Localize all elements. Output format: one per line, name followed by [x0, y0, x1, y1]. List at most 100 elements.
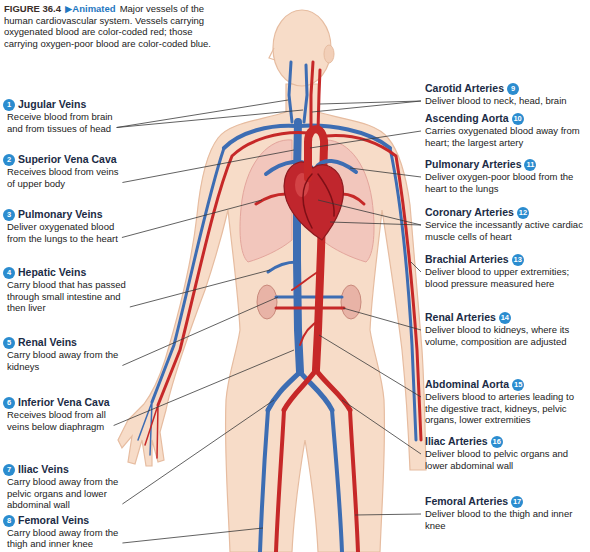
callout-body: Deliver oxygen-poor blood from the heart… [425, 171, 586, 194]
callout: Brachial Arteries13Deliver blood to uppe… [425, 253, 586, 289]
callout-number: 8 [3, 515, 15, 527]
leader-line [330, 222, 421, 225]
callout-header: Renal Arteries14 [425, 311, 586, 324]
callout-number: 3 [3, 209, 15, 221]
callout: Carotid Arteries9Deliver blood to neck, … [425, 82, 586, 107]
callout-header: 2Superior Vena Cava [3, 153, 127, 166]
callout-number: 9 [507, 83, 519, 95]
callout-header: 3Pulmonary Veins [3, 208, 127, 221]
callout-header: 1Jugular Veins [3, 98, 127, 111]
callout-number: 15 [512, 379, 524, 391]
callout: 3Pulmonary VeinsDeliver oxygenated blood… [3, 208, 127, 244]
vessel-name: Carotid Arteries [425, 82, 504, 94]
callout-header: Pulmonary Arteries11 [425, 158, 586, 171]
leader-line [318, 200, 421, 225]
callout: Ascending Aorta10Carries oxygenated bloo… [425, 112, 586, 148]
vessel-description: Deliver blood to kidneys, where its volu… [425, 324, 569, 347]
vessel-name: Pulmonary Arteries [425, 158, 521, 170]
kidney [341, 285, 361, 319]
callout-header: Abdominal Aorta15 [425, 378, 586, 391]
leader-line [312, 101, 421, 112]
vessel-description: Receives blood from all veins below diap… [7, 409, 106, 432]
vessel-description: Receive blood from brain and from tissue… [7, 111, 113, 134]
leader-line [122, 150, 294, 183]
vessel-name: Ascending Aorta [425, 112, 509, 124]
callout-header: Femoral Arteries17 [425, 495, 586, 508]
callout-header: 6Inferior Vena Cava [3, 396, 127, 409]
vessel-name: Renal Arteries [425, 311, 496, 323]
vessel-description: Carry blood away from the pelvic organs … [7, 476, 118, 510]
vessel-description: Carry blood away from the thigh and inne… [7, 527, 118, 550]
leader-line [411, 262, 421, 272]
veins [138, 62, 416, 552]
vessel-description: Carry blood away from the kidneys [7, 349, 118, 372]
callout-number: 7 [3, 464, 15, 476]
leader-line [310, 131, 421, 148]
leader-line [122, 200, 262, 238]
callout-header: 8Femoral Veins [3, 514, 127, 527]
callout: Coronary Arteries12Service the incessant… [425, 206, 586, 242]
vessel-description: Deliver blood to upper extremities; bloo… [425, 266, 569, 289]
vessel-name: Superior Vena Cava [18, 153, 117, 165]
callout-header: Ascending Aorta10 [425, 112, 586, 125]
callout-body: Service the incessantly active cardiac m… [425, 219, 586, 242]
vessel-name: Jugular Veins [18, 98, 86, 110]
figure-number: FIGURE 36.4 [4, 3, 61, 14]
vessel-description: Deliver oxygen-poor blood from the heart… [425, 171, 573, 194]
callout-number: 11 [524, 159, 536, 171]
vessel-name: Femoral Arteries [425, 495, 508, 507]
leader-line [122, 297, 278, 366]
callout: Femoral Arteries17Deliver blood to the t… [425, 495, 586, 531]
vessel-name: Iliac Veins [18, 463, 69, 475]
leader-line [122, 528, 263, 543]
leader-line [342, 400, 421, 454]
vessel-description: Receives blood from veins of upper body [7, 166, 118, 189]
body-outline [118, 84, 426, 552]
callout-body: Carry blood away from the thigh and inne… [3, 527, 127, 550]
callout: 8Femoral VeinsCarry blood away from the … [3, 514, 127, 550]
callout-body: Deliver blood to pelvic organs and lower… [425, 448, 586, 471]
arteries [145, 62, 421, 552]
callout: Pulmonary Arteries11Deliver oxygen-poor … [425, 158, 586, 194]
callout: Renal Arteries14Deliver blood to kidneys… [425, 311, 586, 347]
figure-caption: FIGURE 36.4▶AnimatedMajor vessels of the… [4, 3, 222, 49]
callout-number: 2 [3, 154, 15, 166]
leader-line [122, 400, 274, 504]
leader-line [130, 270, 270, 307]
callout-number: 13 [512, 254, 524, 266]
callout-header: Coronary Arteries12 [425, 206, 586, 219]
callout-header: Carotid Arteries9 [425, 82, 586, 95]
callout-body: Receive blood from brain and from tissue… [3, 111, 127, 134]
callout: 2Superior Vena CavaReceives blood from v… [3, 153, 127, 189]
vessel-name: Renal Veins [18, 336, 77, 348]
callout-header: 7Iliac Veins [3, 463, 127, 476]
vessel-description: Delivers blood to arteries leading to th… [425, 391, 574, 425]
callout-body: Delivers blood to arteries leading to th… [425, 391, 586, 426]
callout-number: 4 [3, 267, 15, 279]
callout-header: 4Hepatic Veins [3, 266, 127, 279]
callout-body: Deliver blood to the thigh and inner kne… [425, 508, 586, 531]
callout-header: Brachial Arteries13 [425, 253, 586, 266]
leader-line [114, 350, 294, 426]
vessel-name: Hepatic Veins [18, 266, 86, 278]
vessel-description: Service the incessantly active cardiac m… [425, 219, 583, 242]
animated-tag: ▶Animated [65, 3, 116, 14]
lung [240, 140, 292, 262]
callout-body: Deliver blood to neck, head, brain [425, 95, 586, 107]
callout: 4Hepatic VeinsCarry blood that has passe… [3, 266, 127, 314]
callout-body: Carry blood away from the kidneys [3, 349, 127, 372]
callout-number: 10 [512, 113, 524, 125]
callout-number: 17 [511, 496, 523, 508]
coronary-arteries [303, 174, 334, 228]
heart [284, 162, 343, 240]
nose [269, 48, 275, 60]
callout-body: Deliver blood to upper extremities; bloo… [425, 266, 586, 289]
callout: 5Renal VeinsCarry blood away from the ki… [3, 336, 127, 372]
callout: 1Jugular VeinsReceive blood from brain a… [3, 98, 127, 134]
callout-body: Carries oxygenated blood away from heart… [425, 125, 586, 148]
vessel-name: Inferior Vena Cava [18, 396, 110, 408]
vessel-name: Brachial Arteries [425, 253, 509, 265]
callout: Abdominal Aorta15Delivers blood to arter… [425, 378, 586, 426]
head [273, 10, 331, 86]
